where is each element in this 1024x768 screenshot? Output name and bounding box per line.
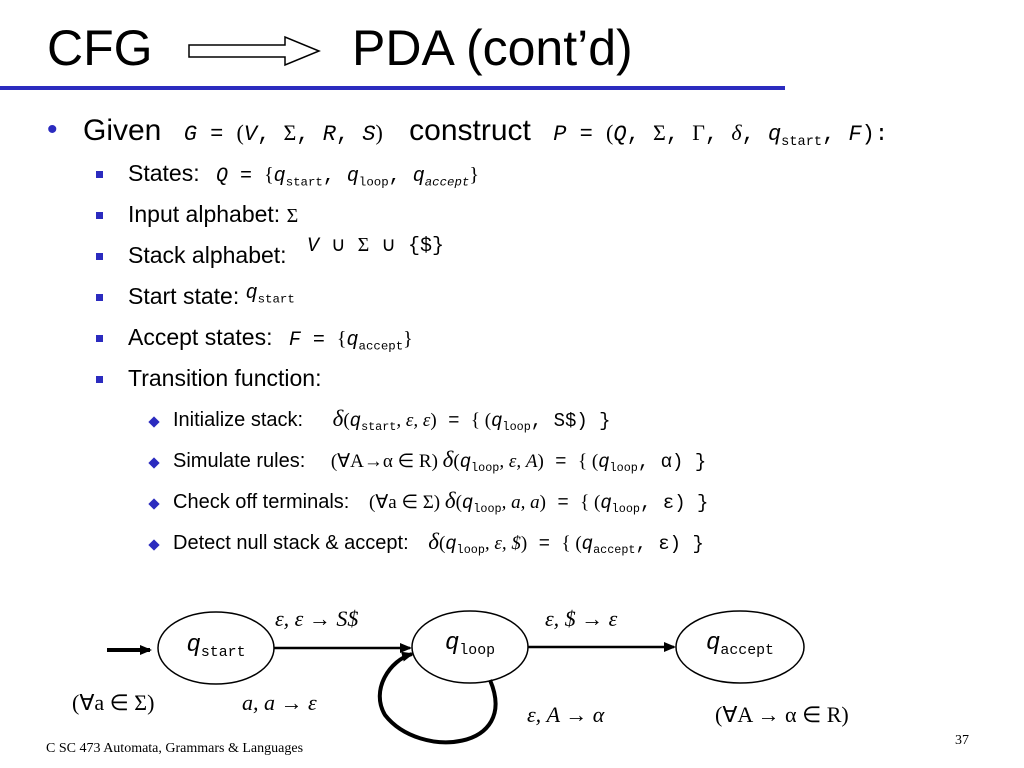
page-number: 37	[955, 733, 969, 748]
construct-word: construct	[409, 114, 531, 147]
state-start-label: qstart	[186, 632, 246, 662]
edge-label-start-to-loop: ε, ε → S$	[275, 606, 359, 631]
accept-states-label: Accept states:	[128, 324, 273, 350]
accept-states-item: Accept states: F = {qaccept}	[128, 324, 413, 354]
transition-formula: δ(qloop, ε, $) = { (qaccept, ε) }	[428, 529, 704, 558]
footer-course: C SC 473 Automata, Grammars & Languages	[46, 741, 304, 756]
transition-formula: δ(qstart, ε, ε) = { (qloop, S$) }	[332, 406, 611, 435]
transition-check-off: Check off terminals: (∀a ∈ Σ) δ(qloop, a…	[173, 488, 709, 517]
title-underline	[0, 86, 785, 90]
start-state-label: Start state:	[128, 283, 240, 309]
stack-alphabet-set: V ∪ Σ ∪ {$}	[306, 234, 444, 258]
state-accept-label: qaccept	[706, 630, 774, 660]
stack-alphabet-item: Stack alphabet: V ∪ Σ ∪ {$}	[128, 234, 444, 270]
states-item: States: Q = {qstart, qloop, qaccept}	[128, 160, 479, 190]
input-alphabet-item: Input alphabet: Σ	[128, 201, 298, 228]
condition-label-terminals: (∀a ∈ Σ)	[72, 690, 155, 715]
transition-formula: (∀a ∈ Σ) δ(qloop, a, a) = { (qloop, ε) }	[368, 488, 709, 517]
input-alphabet-label: Input alphabet:	[128, 201, 281, 227]
states-set: Q = {qstart, qloop, qaccept}	[216, 164, 479, 190]
given-word: Given	[83, 114, 162, 147]
pda-tuple: P = (Q, Σ, Γ, δ, qstart, F):	[553, 120, 889, 150]
transition-formula: (∀A→α ∈ R) δ(qloop, ε, A) = { (qloop, α)…	[330, 447, 707, 476]
bullet-square-icon	[96, 376, 103, 383]
bullet-square-icon	[96, 253, 103, 260]
input-alphabet-symbol: Σ	[286, 205, 299, 227]
title-arrow-icon	[188, 35, 321, 67]
bullet-square-icon	[96, 294, 103, 301]
edge-self-loop	[377, 651, 498, 745]
transition-simulate: Simulate rules: (∀A→α ∈ R) δ(qloop, ε, A…	[173, 447, 707, 476]
stack-alphabet-label: Stack alphabet:	[128, 242, 287, 268]
condition-label-rules: (∀A → α ∈ R)	[715, 702, 849, 727]
title-pda: PDA (cont’d)	[352, 20, 633, 76]
state-accept-circle	[675, 610, 805, 684]
state-loop-label: qloop	[444, 630, 496, 660]
given-line: Given G = (V, Σ, R, S) construct P = (Q,…	[83, 114, 889, 150]
accept-states-set: F = {qaccept}	[288, 328, 413, 354]
transition-initialize: Initialize stack: δ(qstart, ε, ε) = { (q…	[173, 406, 611, 435]
grammar-tuple: G = (V, Σ, R, S)	[183, 120, 383, 147]
edge-label-loop-to-accept: ε, $ → ε	[545, 606, 618, 631]
start-state-item: Start state: qstart	[128, 282, 295, 311]
bullet-square-icon	[96, 212, 103, 219]
edge-label-self-loop-rule: ε, A → α	[527, 702, 605, 727]
transition-accept: Detect null stack & accept: δ(qloop, ε, …	[173, 529, 704, 558]
start-state-value: qstart	[245, 282, 295, 307]
bullet-dot-icon: •	[47, 113, 58, 146]
states-label: States:	[128, 160, 200, 186]
transition-function-item: Transition function:	[128, 365, 322, 391]
bullet-square-icon	[96, 171, 103, 178]
bullet-square-icon	[96, 335, 103, 342]
edge-label-self-loop-terminal: a, a → ε	[242, 690, 317, 715]
title-cfg: CFG	[47, 20, 153, 76]
